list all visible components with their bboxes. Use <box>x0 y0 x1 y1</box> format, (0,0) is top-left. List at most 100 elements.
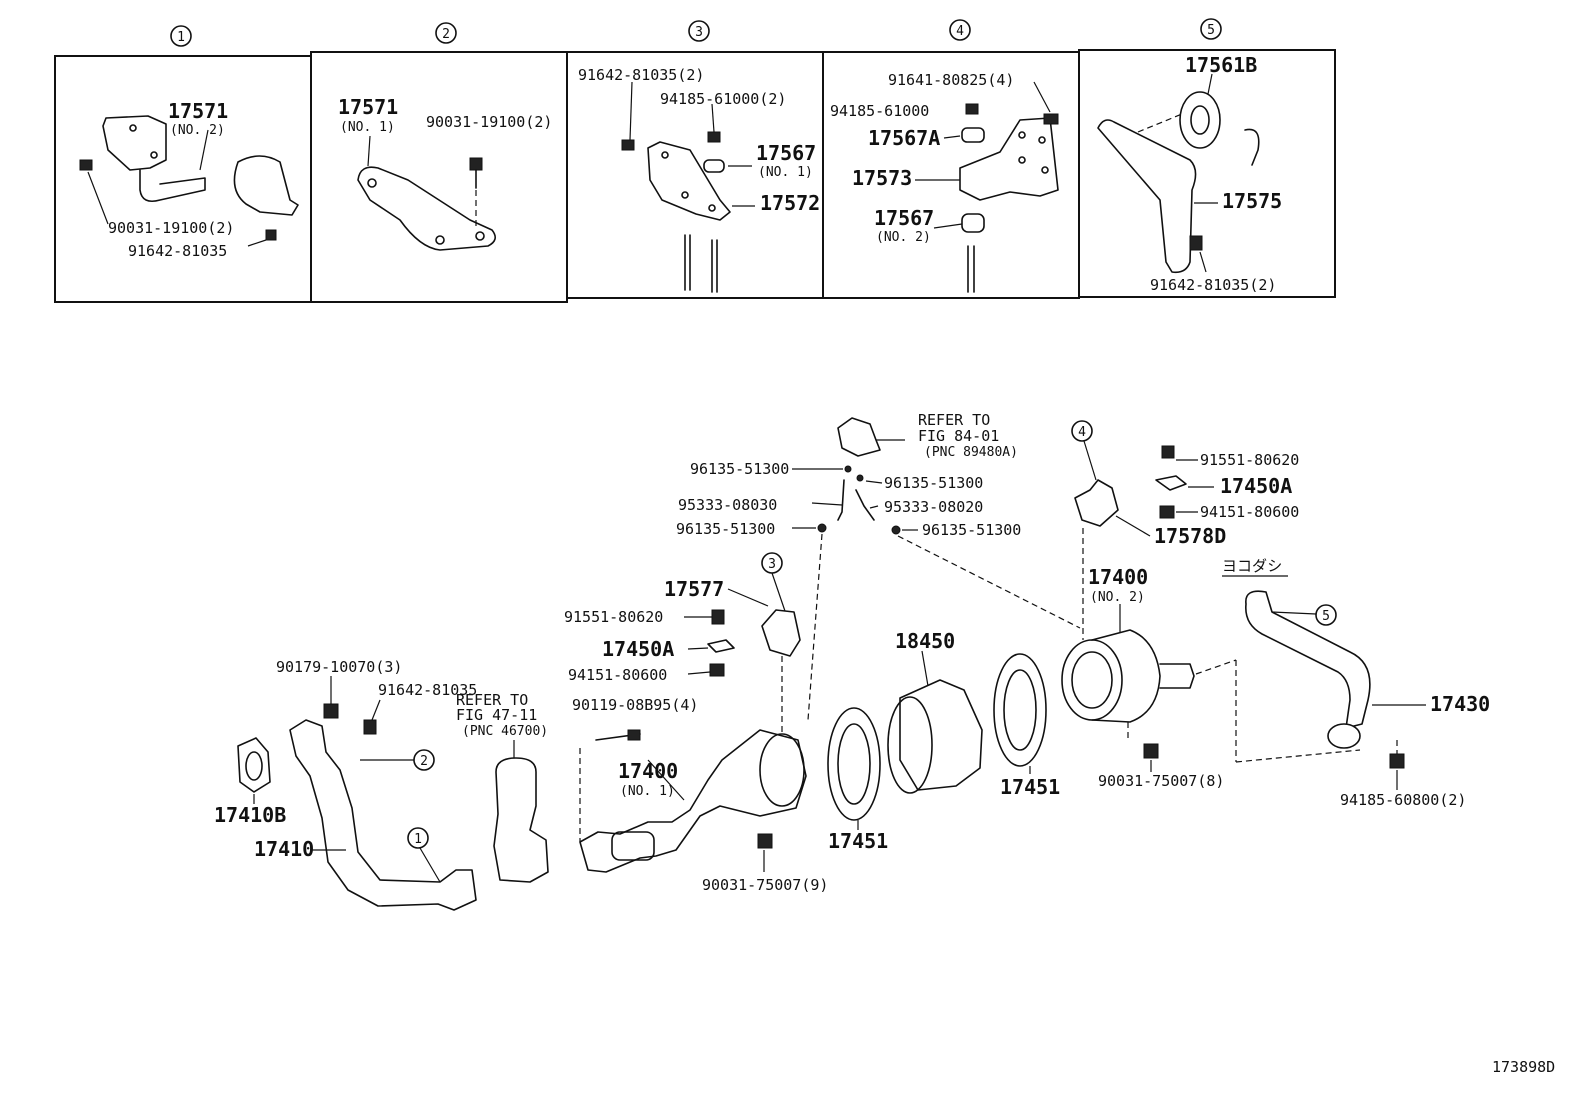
part-17577[interactable]: 17577 <box>664 577 724 601</box>
hanger-bracket-no1-shape[interactable] <box>357 166 496 251</box>
gasket-icon-l <box>707 639 735 653</box>
part-17451-mid[interactable]: 17451 <box>1000 775 1060 799</box>
part-17430[interactable]: 17430 <box>1430 692 1490 716</box>
nut-icon-tail <box>1389 753 1405 769</box>
part-17571-no1[interactable]: 17571 <box>338 95 398 119</box>
part-96135-51300-a[interactable]: 96135-51300 <box>690 460 789 478</box>
gasket-17451-mid-shape[interactable] <box>993 653 1047 767</box>
panel-1: 17571 (NO. 2) 90031-19100(2) 91642-81035 <box>79 99 299 260</box>
tailpipe-17430-shape[interactable] <box>1245 590 1371 729</box>
bracket-17572-shape[interactable] <box>647 141 731 221</box>
front-pipe-17410-shape[interactable] <box>289 719 477 911</box>
part-17567a[interactable]: 17567A <box>868 126 940 150</box>
part-95333-08030[interactable]: 95333-08030 <box>678 496 777 514</box>
gasket-17451-front-shape[interactable] <box>827 707 881 821</box>
panel-callout-3[interactable]: 3 <box>688 20 710 42</box>
bracket-17573-shape[interactable] <box>959 117 1059 201</box>
part-17578d[interactable]: 17578D <box>1154 524 1226 548</box>
part-94185-60800[interactable]: 94185-60800(2) <box>1340 791 1466 809</box>
gasket-front-group: 17451 <box>827 707 888 853</box>
part-94185-61000-p3[interactable]: 94185-61000(2) <box>660 90 786 108</box>
part-17451-front[interactable]: 17451 <box>828 829 888 853</box>
hanger-bracket-no2-shape[interactable] <box>102 115 167 171</box>
svg-text:1: 1 <box>414 832 422 847</box>
part-90031-75007-8[interactable]: 90031-75007(8) <box>1098 772 1224 790</box>
part-17400-no1[interactable]: 17400 <box>618 759 678 783</box>
part-96135-51300-d[interactable]: 96135-51300 <box>922 521 1021 539</box>
part-18450[interactable]: 18450 <box>895 629 955 653</box>
panel-2: 17571 (NO. 1) 90031-19100(2) <box>338 95 552 251</box>
callout-2-main[interactable]: 2 <box>413 749 435 771</box>
ring-17561b-shape[interactable] <box>1179 91 1221 149</box>
part-95333-08020[interactable]: 95333-08020 <box>884 498 983 516</box>
panel-callout-1[interactable]: 1 <box>170 25 192 47</box>
part-94151-80600-r[interactable]: 94151-80600 <box>1200 503 1299 521</box>
panel-callout-5[interactable]: 5 <box>1200 18 1222 40</box>
support-17578d-shape[interactable] <box>1074 479 1119 527</box>
part-91642-81035-p3[interactable]: 91642-81035(2) <box>578 66 704 84</box>
svg-text:3: 3 <box>768 557 776 572</box>
gasket-17410b-shape[interactable] <box>237 737 271 793</box>
part-90031-19100-p2[interactable]: 90031-19100(2) <box>426 113 552 131</box>
panel-callout-4[interactable]: 4 <box>949 19 971 41</box>
hose-a-shape[interactable] <box>837 479 845 521</box>
bolt-icon-p1 <box>79 159 93 171</box>
part-17450a-r[interactable]: 17450A <box>1220 474 1292 498</box>
part-17573[interactable]: 17573 <box>852 166 912 190</box>
refer-84-line2[interactable]: FIG 84-01 <box>918 427 999 445</box>
refer-84-line3: (PNC 89480A) <box>924 445 1018 460</box>
drum-18450-shape[interactable] <box>899 679 983 791</box>
svg-text:1: 1 <box>177 30 185 45</box>
part-17400-no2[interactable]: 17400 <box>1088 565 1148 589</box>
callout-1-main[interactable]: 1 <box>407 827 429 849</box>
part-17410[interactable]: 17410 <box>254 837 314 861</box>
nut-mid-group: 90031-75007(8) <box>1098 743 1224 790</box>
tailpipe-group: ヨコダシ 5 17430 94185-60800(2) <box>1222 557 1490 809</box>
part-90031-19100-p1[interactable]: 90031-19100(2) <box>108 219 234 237</box>
bracket-17577-shape[interactable] <box>761 609 801 657</box>
part-90031-75007-9[interactable]: 90031-75007(9) <box>702 876 828 894</box>
catalyst-part-shape[interactable] <box>493 757 549 883</box>
muffler-no1-shape[interactable] <box>579 729 807 873</box>
bracket-17575-shape[interactable] <box>1097 119 1197 274</box>
part-94151-80600-l[interactable]: 94151-80600 <box>568 666 667 684</box>
panel-callout-2[interactable]: 2 <box>435 22 457 44</box>
part-91551-80620-l[interactable]: 91551-80620 <box>564 608 663 626</box>
part-90119-08b95[interactable]: 90119-08B95(4) <box>572 696 698 714</box>
nut-icon-mid <box>1143 743 1159 759</box>
callout-3-main[interactable]: 3 <box>761 552 783 574</box>
part-17575[interactable]: 17575 <box>1222 189 1282 213</box>
svg-text:5: 5 <box>1207 23 1215 38</box>
part-17567-no2[interactable]: 17567 <box>874 206 934 230</box>
refer-47-line2[interactable]: FIG 47-11 <box>456 706 537 724</box>
svg-text:2: 2 <box>442 27 450 42</box>
part-91642-81035-p5[interactable]: 91642-81035(2) <box>1150 276 1276 294</box>
callout-5-main[interactable]: 5 <box>1315 604 1337 626</box>
part-90179-10070[interactable]: 90179-10070(3) <box>276 658 402 676</box>
pipe-clamp-shape[interactable] <box>233 155 299 216</box>
part-96135-51300-c[interactable]: 96135-51300 <box>676 520 775 538</box>
sensor-part-shape[interactable] <box>837 417 881 457</box>
part-94185-61000-p4[interactable]: 94185-61000 <box>830 102 929 120</box>
part-17450a-l[interactable]: 17450A <box>602 637 674 661</box>
bolt-icon-l <box>711 609 725 625</box>
part-17572[interactable]: 17572 <box>760 191 820 215</box>
part-91642-81035-pipe[interactable]: 91642-81035 <box>378 681 477 699</box>
clip-icon-a <box>844 465 852 473</box>
refer-84-line1: REFER TO <box>918 411 990 429</box>
svg-text:2: 2 <box>420 754 428 769</box>
clip-icon-b <box>856 474 864 482</box>
part-17561b[interactable]: 17561B <box>1185 53 1257 77</box>
gasket-icon-r <box>1155 475 1187 491</box>
part-17571-no2[interactable]: 17571 <box>168 99 228 123</box>
part-91641-80825[interactable]: 91641-80825(4) <box>888 71 1014 89</box>
part-91642-81035-p1[interactable]: 91642-81035 <box>128 242 227 260</box>
hose-group: 96135-51300 96135-51300 95333-08030 9533… <box>676 460 1081 721</box>
part-91551-80620-r[interactable]: 91551-80620 <box>1200 451 1299 469</box>
refer-fig-47: REFER TO FIG 47-11 (PNC 46700) <box>456 691 549 883</box>
part-96135-51300-b[interactable]: 96135-51300 <box>884 474 983 492</box>
callout-4-main[interactable]: 4 <box>1071 420 1093 442</box>
part-17410b[interactable]: 17410B <box>214 803 286 827</box>
part-17567-no1[interactable]: 17567 <box>756 141 816 165</box>
hose-b-shape[interactable] <box>855 489 875 521</box>
